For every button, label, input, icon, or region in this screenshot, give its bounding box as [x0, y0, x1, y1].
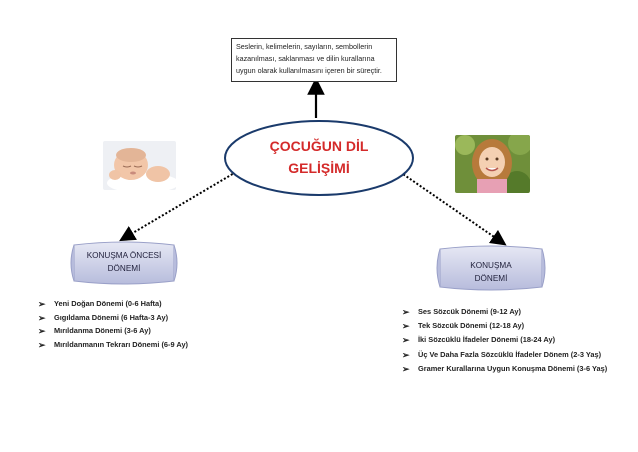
list-item: ➢ Yeni Doğan Dönemi (0-6 Hafta) — [38, 297, 188, 311]
arrow-bullet-icon: ➢ — [402, 363, 410, 374]
left-branch-scroll: KONUŞMA ÖNCESİ DÖNEMİ — [70, 239, 178, 289]
list-item-text: Tek Sözcük Dönemi (12-18 Ay) — [418, 321, 525, 331]
right-stage-list: ➢ Ses Sözcük Dönemi (9-12 Ay) ➢ Tek Sözcük… — [402, 305, 607, 376]
arrow-bullet-icon: ➢ — [38, 340, 46, 351]
right-branch-label-line2: DÖNEMİ — [474, 274, 508, 283]
sleeping-baby-photo — [103, 141, 176, 190]
right-dotted-arrow — [399, 171, 507, 246]
definition-line: Seslerin, kelimelerin, sayıların, sembol… — [236, 42, 373, 51]
center-title-line2: GELİŞİMİ — [288, 160, 350, 176]
list-item: ➢ Ses Sözcük Dönemi (9-12 Ay) — [402, 305, 607, 319]
list-item: ➢ Tek Sözcük Dönemi (12-18 Ay) — [402, 319, 607, 333]
list-item-text: Gramer Kurallarına Uygun Konuşma Dönemi … — [418, 363, 608, 373]
list-item: ➢ Gıgıldama Dönemi (6 Hafta-3 Ay) — [38, 311, 188, 325]
list-item: ➢ Mırıldanmanın Tekrarı Dönemi (6-9 Ay) — [38, 338, 188, 352]
list-item-text: Üç Ve Daha Fazla Sözcüklü İfadeler Dönem… — [418, 349, 602, 359]
list-item: ➢ Üç Ve Daha Fazla Sözcüklü İfadeler Döne… — [402, 348, 607, 362]
list-item-text: Gıgıldama Dönemi (6 Hafta-3 Ay) — [54, 312, 169, 322]
arrow-bullet-icon: ➢ — [402, 335, 410, 346]
arrow-bullet-icon: ➢ — [38, 312, 46, 323]
left-dotted-arrow — [119, 171, 237, 242]
smiling-girl-photo — [455, 135, 530, 193]
list-item-text: Mırıldanmanın Tekrarı Dönemi (6-9 Ay) — [54, 340, 189, 350]
center-ellipse — [224, 120, 414, 196]
arrow-bullet-icon: ➢ — [38, 326, 46, 337]
left-branch-label-line2: DÖNEMİ — [107, 264, 141, 273]
center-title: ÇOCUĞUN DİL GELİŞİMİ — [222, 135, 416, 179]
list-item: ➢ Mırıldanma Dönemi (3-6 Ay) — [38, 324, 188, 338]
arrow-bullet-icon: ➢ — [402, 307, 410, 317]
left-branch-label-line1: KONUŞMA ÖNCESİ — [86, 251, 162, 260]
right-branch-label-line1: KONUŞMA — [470, 261, 512, 270]
arrow-bullet-icon: ➢ — [38, 299, 46, 309]
arrow-bullet-icon: ➢ — [402, 321, 410, 332]
list-item-text: İki Sözcüklü İfadeler Dönemi (18-24 Ay) — [418, 335, 556, 345]
definition-line: kazanılması, saklanması ve dilin kuralla… — [236, 54, 375, 63]
arrow-bullet-icon: ➢ — [402, 349, 410, 360]
list-item-text: Mırıldanma Dönemi (3-6 Ay) — [54, 326, 151, 336]
list-item: ➢ İki Sözcüklü İfadeler Dönemi (18-24 Ay) — [402, 333, 607, 347]
definition-line: uygun olarak kullanılmasını içeren bir s… — [236, 66, 382, 75]
definition-box: Seslerin, kelimelerin, sayıların, sembol… — [231, 38, 397, 82]
list-item-text: Yeni Doğan Dönemi (0-6 Hafta) — [54, 299, 162, 308]
list-item-text: Ses Sözcük Dönemi (9-12 Ay) — [418, 307, 521, 316]
center-title-line1: ÇOCUĞUN DİL — [269, 138, 369, 154]
right-branch-scroll: KONUŞMA DÖNEMİ — [436, 243, 546, 295]
left-stage-list: ➢ Yeni Doğan Dönemi (0-6 Hafta) ➢ Gıgıldam… — [38, 297, 188, 352]
list-item: ➢ Gramer Kurallarına Uygun Konuşma Dönemi… — [402, 362, 607, 376]
